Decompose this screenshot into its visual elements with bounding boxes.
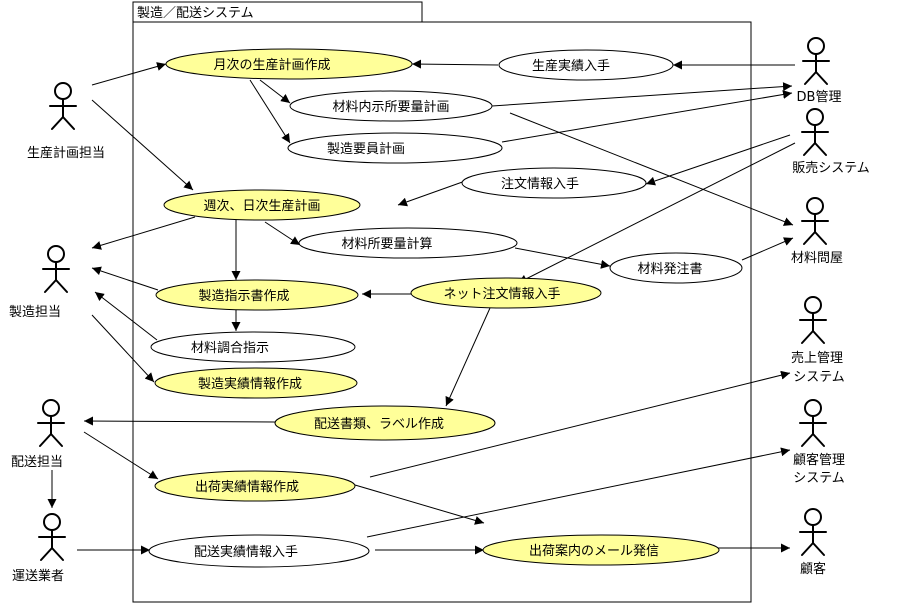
edge-planner-monthly [91, 62, 167, 86]
edge-workorder-mfg [91, 266, 159, 291]
edge-purchase-wholesaler [741, 237, 794, 261]
actor-customer-mgmt-label-1: 顧客管理 [793, 452, 845, 468]
usecase-material-order: 材料発注書 [609, 252, 743, 284]
usecase-shipping-mail: 出荷案内のメール発信 [482, 534, 720, 566]
usecase-material-plan: 材料内示所要量計画 [289, 90, 493, 122]
edge-mfg-results [91, 314, 155, 383]
actor-customer-mgmt-label-2: システム [793, 471, 845, 486]
actor-customer-mgmt-icon [799, 399, 827, 447]
actor-carrier-icon [38, 513, 66, 561]
svg-text:材料発注書: 材料発注書 [637, 262, 702, 277]
actor-sales-mgmt-label-1: 売上管理 [791, 350, 843, 366]
actor-manufacturing-icon [42, 245, 70, 293]
usecase-material-prep: 材料調合指示 [150, 331, 356, 363]
svg-text:出荷案内のメール発信: 出荷案内のメール発信 [529, 543, 659, 559]
usecase-weekly-plan: 週次、日次生産計画 [163, 189, 361, 221]
svg-text:材料内示所要量計画: 材料内示所要量計画 [332, 99, 449, 115]
edge-staff-db [501, 90, 793, 143]
svg-text:ネット注文情報入手: ネット注文情報入手 [443, 287, 560, 302]
usecase-shipping-docs: 配送書類、ラベル作成 [274, 405, 496, 441]
svg-text:材料調合指示: 材料調合指示 [191, 341, 269, 356]
usecase-order-info: 注文情報入手 [461, 167, 647, 199]
edge-calc-purchase [514, 247, 611, 269]
actor-material-wholesaler-label: 材料問屋 [791, 251, 843, 266]
edge-sales-order [645, 134, 791, 186]
edge-shipment-mail [354, 484, 485, 525]
usecase-staff-plan: 製造要員計画 [287, 132, 503, 164]
usecase-delivery-results: 配送実績情報入手 [148, 534, 370, 568]
actor-carrier-label: 運送業者 [12, 568, 64, 584]
edge-weekly-mfg [91, 216, 196, 250]
edge-monthly-material [259, 79, 291, 104]
svg-text:材料所要量計算: 材料所要量計算 [341, 236, 432, 252]
actor-material-wholesaler-icon [801, 197, 829, 245]
svg-text:生産実績入手: 生産実績入手 [532, 58, 610, 74]
svg-text:製造指示書作成: 製造指示書作成 [198, 289, 289, 304]
svg-text:月次の生産計画作成: 月次の生産計画作成 [213, 57, 330, 73]
svg-text:出荷実績情報作成: 出荷実績情報作成 [195, 479, 299, 495]
actor-sales-system-icon [801, 108, 829, 156]
actor-delivery-icon [37, 399, 65, 447]
edge-material-db [491, 82, 793, 107]
svg-text:週次、日次生産計画: 週次、日次生産計画 [203, 198, 320, 214]
svg-text:注文情報入手: 注文情報入手 [501, 177, 579, 192]
edge-delivery-customermgmt [366, 447, 791, 538]
actor-db-mgmt-icon [802, 37, 830, 85]
actor-customer-label: 顧客 [800, 561, 826, 577]
actor-production-planner-label: 生産計画担当 [27, 145, 105, 161]
actor-customer-icon [799, 508, 827, 556]
svg-text:製造要員計画: 製造要員計画 [327, 141, 405, 157]
edge-material-wholesaler [509, 112, 794, 226]
edge-results-monthly [411, 59, 499, 69]
usecase-mfg-results: 製造実績情報作成 [154, 367, 358, 399]
usecase-shipment-results: 出荷実績情報作成 [154, 470, 356, 502]
edge-planner-weekly [91, 99, 194, 191]
usecase-work-order: 製造指示書作成 [155, 279, 359, 311]
edge-delivery-shipment [83, 431, 159, 480]
actor-production-planner-icon [49, 82, 77, 130]
actor-sales-mgmt-icon [799, 296, 827, 344]
edge-shipping-delivery [83, 416, 276, 426]
edge-net-shipping [445, 307, 491, 407]
svg-text:製造実績情報作成: 製造実績情報作成 [198, 376, 302, 392]
usecase-net-order: ネット注文情報入手 [410, 277, 602, 309]
svg-text:配送書類、ラベル作成: 配送書類、ラベル作成 [314, 417, 444, 432]
connectors [47, 59, 796, 555]
edge-sales-net [517, 142, 796, 284]
edge-shipment-sales [369, 370, 791, 478]
usecase-material-calc: 材料所要量計算 [298, 227, 518, 259]
actor-db-mgmt-label: DB管理 [797, 90, 842, 105]
svg-text:配送実績情報入手: 配送実績情報入手 [194, 544, 298, 560]
edge-prep-mfg [94, 291, 158, 341]
edge-weekly-calc [264, 221, 301, 246]
system-title: 製造／配送システム [137, 6, 254, 21]
actor-sales-system-label: 販売システム [792, 160, 870, 176]
edge-order-weekly [397, 179, 469, 207]
usecase-monthly-plan: 月次の生産計画作成 [165, 48, 413, 80]
actor-delivery-label: 配送担当 [11, 455, 63, 470]
edge-monthly-staff [249, 79, 291, 144]
actor-sales-mgmt-label-2: システム [793, 370, 845, 385]
usecase-production-results: 生産実績入手 [498, 49, 674, 81]
actor-manufacturing-label: 製造担当 [9, 305, 61, 320]
